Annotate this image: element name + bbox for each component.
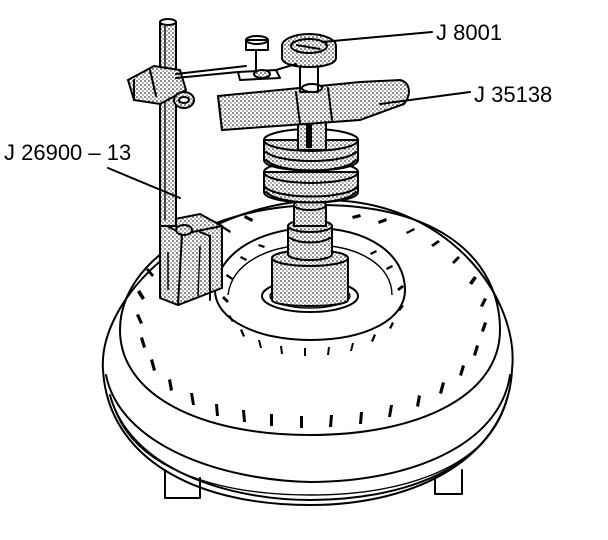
label-j35138: J 35138: [474, 82, 552, 107]
tool-j35138: [216, 78, 410, 204]
leader-j26900: [107, 167, 181, 199]
tool-j8001: [237, 33, 337, 93]
turbine-hub: [271, 257, 349, 307]
bridge-bar: [216, 78, 410, 132]
leader-j35138: [379, 91, 471, 105]
leader-lines: [107, 31, 471, 199]
converter-blade-slots: [136, 214, 487, 428]
leader-j8001: [321, 31, 433, 43]
converter-foot-right: [434, 469, 463, 495]
turbine-shaft-assembly: [271, 199, 349, 307]
converter-inner-slots: [222, 244, 404, 356]
label-j8001: J 8001: [436, 20, 502, 45]
converter-torus: [119, 204, 501, 436]
tool-j26900-13: [126, 18, 247, 307]
converter-hub-well: [214, 227, 406, 341]
label-j26900-13: J 26900 – 13: [4, 140, 131, 165]
magnetic-base: [159, 212, 223, 307]
